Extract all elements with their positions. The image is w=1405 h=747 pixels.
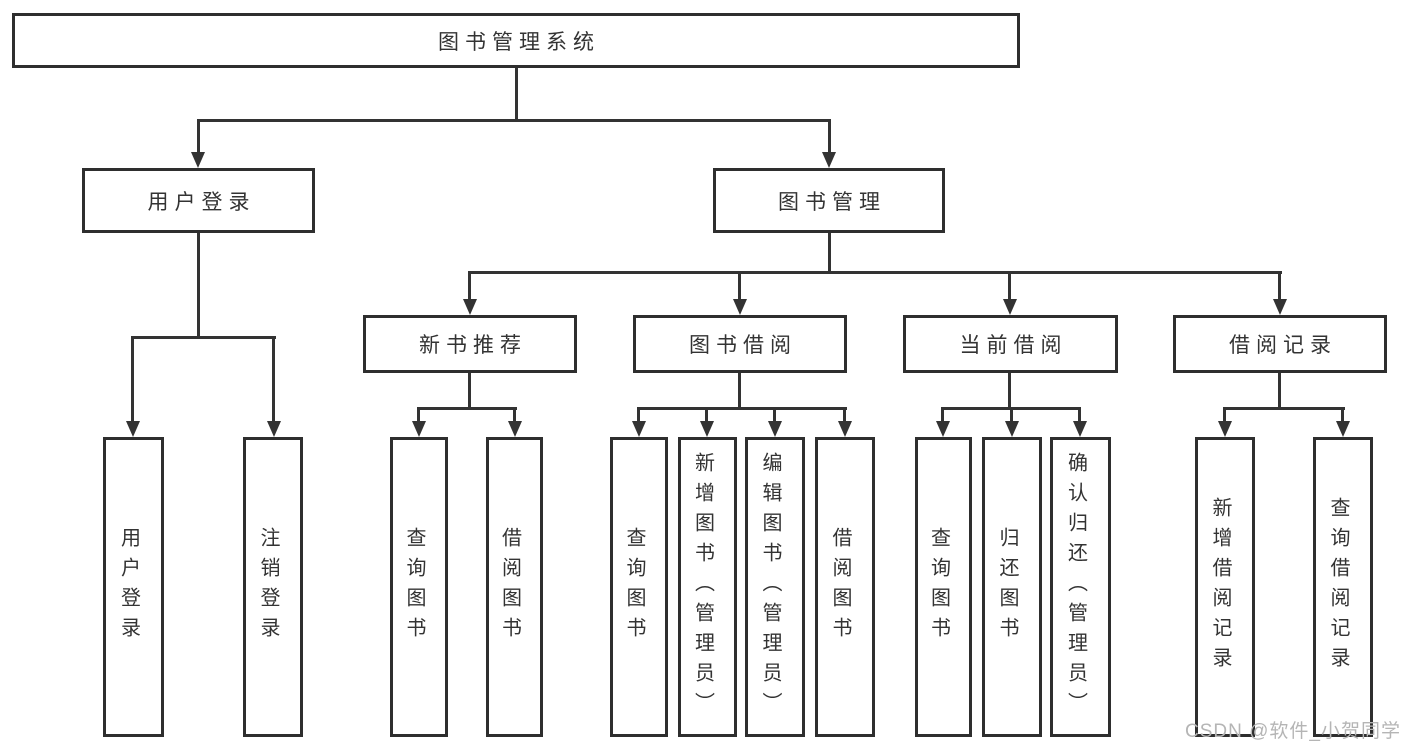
leaf-edit-books-admin: 编辑图书（管理员） — [745, 437, 805, 737]
connector-drop-login — [131, 336, 134, 421]
node-book-mgmt: 图书管理 — [713, 168, 945, 233]
leaf-label: 借阅图书 — [829, 527, 851, 647]
connector-root-stem — [515, 68, 518, 121]
node-current-borrow-label: 当前借阅 — [959, 334, 1068, 357]
connector-drop — [1010, 407, 1013, 421]
connector-drop — [1341, 407, 1344, 421]
leaf-return-books: 归还图书 — [982, 437, 1042, 737]
node-book-mgmt-label: 图书管理 — [778, 190, 886, 214]
connector-level3-rail — [469, 271, 1282, 274]
node-root: 图书管理系统 — [12, 13, 1020, 68]
leaf-add-books-admin: 新增图书（管理员） — [678, 437, 737, 737]
connector-groupD-rail — [1223, 407, 1345, 410]
node-user-login-label: 用户登录 — [147, 190, 256, 214]
arrow-down-icon — [463, 299, 477, 315]
arrow-down-icon — [1005, 421, 1019, 437]
arrow-down-icon — [412, 421, 426, 437]
connector-drop — [637, 407, 640, 421]
connector-user-login-stem — [197, 233, 200, 339]
leaf-label: 查询借阅记录 — [1327, 497, 1349, 677]
node-root-label: 图书管理系统 — [438, 30, 600, 54]
connector-drop-current — [1008, 271, 1011, 299]
arrow-down-icon — [838, 421, 852, 437]
arrow-down-icon — [1336, 421, 1350, 437]
connector-drop-borrow — [738, 271, 741, 299]
node-new-book-recommend-label: 新书推荐 — [419, 334, 527, 357]
watermark: CSDN @软件_小贺同学 — [1185, 721, 1401, 742]
leaf-query-books-borrow: 查询图书 — [610, 437, 668, 737]
leaf-borrow-books-recommend: 借阅图书 — [486, 437, 543, 737]
arrow-down-icon — [768, 421, 782, 437]
leaf-label: 查询图书 — [403, 527, 425, 647]
leaf-confirm-return-admin: 确认归还（管理员） — [1050, 437, 1111, 737]
node-user-login: 用户登录 — [82, 168, 315, 233]
leaf-label: 查询图书 — [927, 527, 950, 647]
node-new-book-recommend: 新书推荐 — [363, 315, 577, 373]
leaf-borrow-books: 借阅图书 — [815, 437, 875, 737]
connector-drop-user-login — [197, 119, 200, 152]
connector-groupC-stem — [1008, 373, 1011, 410]
leaf-label: 确认归还（管理员） — [1064, 452, 1087, 722]
connector-drop-book-mgmt — [828, 119, 831, 152]
arrow-down-icon — [1273, 299, 1287, 315]
arrow-down-icon — [700, 421, 714, 437]
connector-drop — [417, 407, 420, 421]
leaf-label: 新增图书（管理员） — [691, 452, 714, 722]
arrow-down-icon — [267, 421, 281, 437]
leaf-logout-label: 注销登录 — [257, 527, 279, 647]
connector-groupB-stem — [738, 373, 741, 410]
leaf-label: 借阅图书 — [498, 527, 521, 647]
connector-drop — [1078, 407, 1081, 421]
connector-user-login-rail — [132, 336, 276, 339]
arrow-down-icon — [632, 421, 646, 437]
connector-drop — [773, 407, 776, 421]
arrow-down-icon — [733, 299, 747, 315]
arrow-down-icon — [1218, 421, 1232, 437]
arrow-down-icon — [1003, 299, 1017, 315]
leaf-query-books-current: 查询图书 — [915, 437, 972, 737]
connector-drop — [843, 407, 846, 421]
arrow-down-icon — [1073, 421, 1087, 437]
connector-groupA-stem — [468, 373, 471, 410]
node-borrow-records: 借阅记录 — [1173, 315, 1387, 373]
arrow-down-icon — [822, 152, 836, 168]
leaf-label: 归还图书 — [996, 527, 1018, 647]
connector-drop-logout — [272, 336, 275, 421]
connector-drop — [1223, 407, 1226, 421]
arrow-down-icon — [191, 152, 205, 168]
arrow-down-icon — [126, 421, 140, 437]
connector-drop — [513, 407, 516, 421]
leaf-label: 新增借阅记录 — [1209, 497, 1231, 677]
arrow-down-icon — [508, 421, 522, 437]
connector-groupD-stem — [1278, 373, 1281, 410]
arrow-down-icon — [936, 421, 950, 437]
connector-groupB-rail — [638, 407, 847, 410]
node-current-borrow: 当前借阅 — [903, 315, 1118, 373]
connector-drop — [705, 407, 708, 421]
leaf-query-borrow-record: 查询借阅记录 — [1313, 437, 1373, 737]
node-borrow-records-label: 借阅记录 — [1229, 334, 1337, 357]
node-book-borrow: 图书借阅 — [633, 315, 847, 373]
leaf-user-login: 用户登录 — [103, 437, 164, 737]
leaf-user-login-label: 用户登录 — [117, 527, 140, 647]
leaf-label: 编辑图书（管理员） — [759, 452, 781, 722]
connector-book-mgmt-stem — [828, 233, 831, 274]
leaf-logout: 注销登录 — [243, 437, 303, 737]
connector-drop-records — [1278, 271, 1281, 299]
connector-drop — [941, 407, 944, 421]
leaf-query-books-recommend: 查询图书 — [390, 437, 448, 737]
connector-drop-new-books — [468, 271, 471, 299]
connector-groupA-rail — [418, 407, 517, 410]
leaf-label: 查询图书 — [623, 527, 645, 647]
leaf-add-borrow-record: 新增借阅记录 — [1195, 437, 1255, 737]
connector-level1-rail — [197, 119, 831, 122]
node-book-borrow-label: 图书借阅 — [689, 334, 797, 357]
